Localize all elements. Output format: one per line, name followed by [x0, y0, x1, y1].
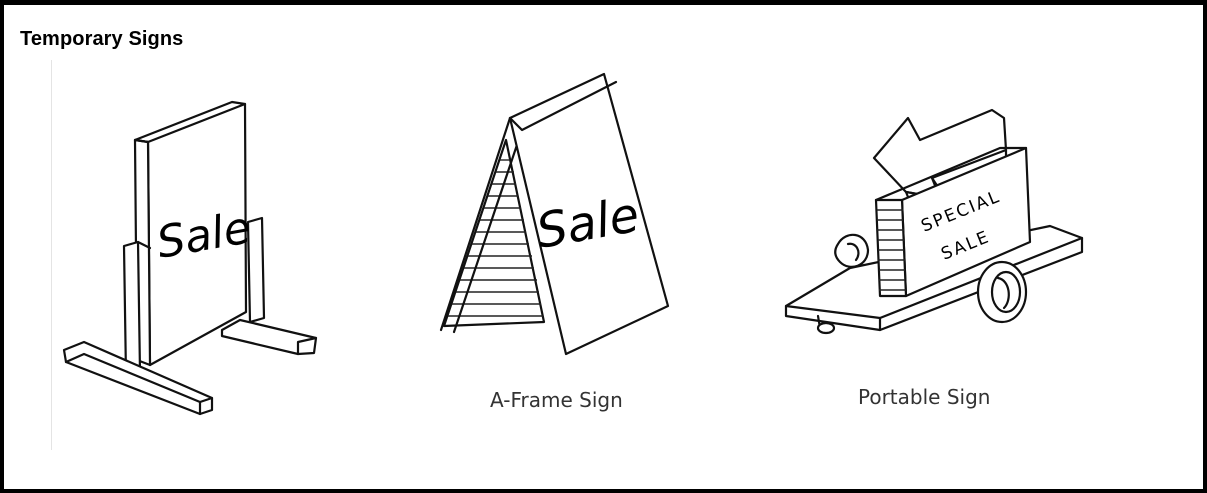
a-frame-sign-caption: A-Frame Sign	[490, 388, 623, 412]
portable-sign-caption: Portable Sign	[858, 385, 990, 409]
standing-sign-illustration: Sale	[64, 102, 316, 414]
a-frame-sign-illustration: Sale	[441, 74, 668, 354]
portable-sign-illustration: SPECIAL SALE	[786, 110, 1082, 333]
